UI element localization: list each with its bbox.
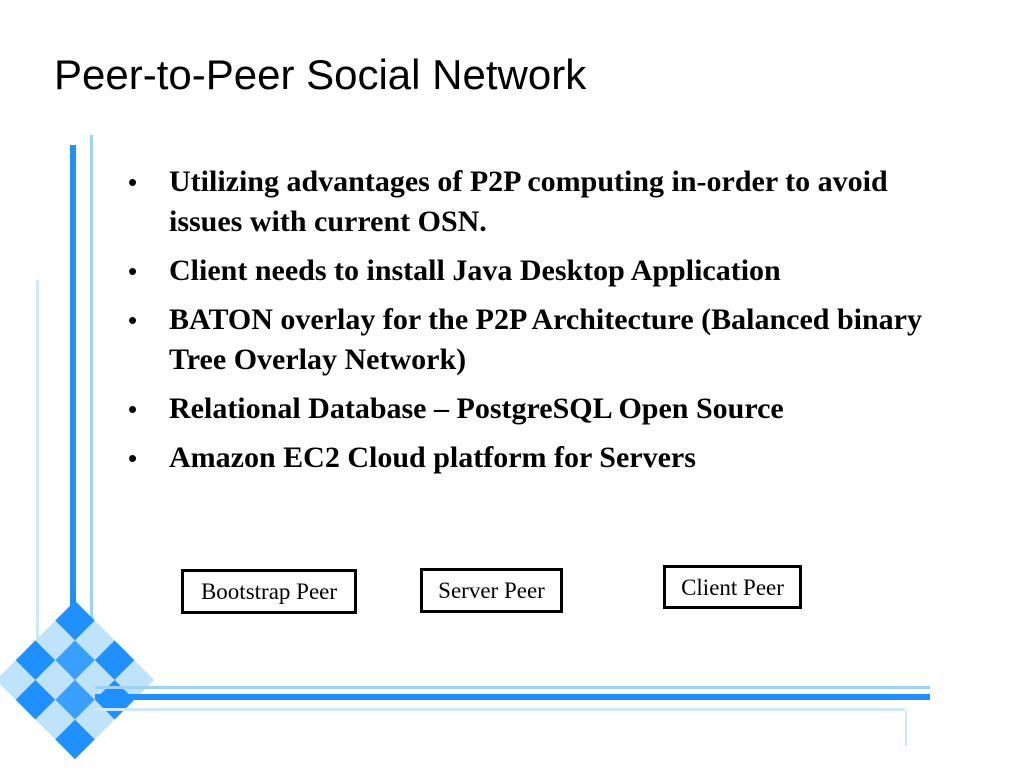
bullet-item: • Utilizing advantages of P2P computing … — [128, 162, 958, 242]
bullet-marker: • — [128, 305, 138, 335]
bottom-rule-pale — [95, 708, 905, 711]
server-peer-box: Server Peer — [420, 568, 563, 613]
left-vertical-rule — [70, 145, 76, 690]
bullet-marker: • — [128, 256, 138, 286]
bullet-list: • Utilizing advantages of P2P computing … — [128, 162, 958, 487]
bootstrap-peer-box: Bootstrap Peer — [181, 569, 357, 614]
bottom-rule-corner — [905, 711, 907, 746]
bullet-item: • BATON overlay for the P2P Architecture… — [128, 300, 958, 380]
bullet-marker: • — [128, 394, 138, 424]
bullet-text: BATON overlay for the P2P Architecture (… — [169, 303, 922, 376]
bullet-item: • Amazon EC2 Cloud platform for Servers — [128, 438, 958, 478]
corner-diamond-mosaic — [0, 600, 155, 760]
bottom-rule-light — [95, 686, 930, 689]
left-vertical-rule-light — [90, 135, 93, 690]
bottom-rule — [95, 694, 930, 700]
bullet-text: Utilizing advantages of P2P computing in… — [169, 165, 888, 238]
bullet-marker: • — [128, 443, 138, 473]
bullet-text: Relational Database – PostgreSQL Open So… — [169, 392, 784, 425]
left-vertical-rule-pale — [36, 280, 39, 680]
client-peer-box: Client Peer — [663, 565, 802, 609]
bullet-item: • Client needs to install Java Desktop A… — [128, 251, 958, 291]
bullet-marker: • — [128, 167, 138, 197]
bullet-text: Amazon EC2 Cloud platform for Servers — [169, 441, 696, 474]
bullet-item: • Relational Database – PostgreSQL Open … — [128, 389, 958, 429]
bullet-text: Client needs to install Java Desktop App… — [169, 254, 781, 287]
slide-title: Peer-to-Peer Social Network — [54, 51, 587, 98]
